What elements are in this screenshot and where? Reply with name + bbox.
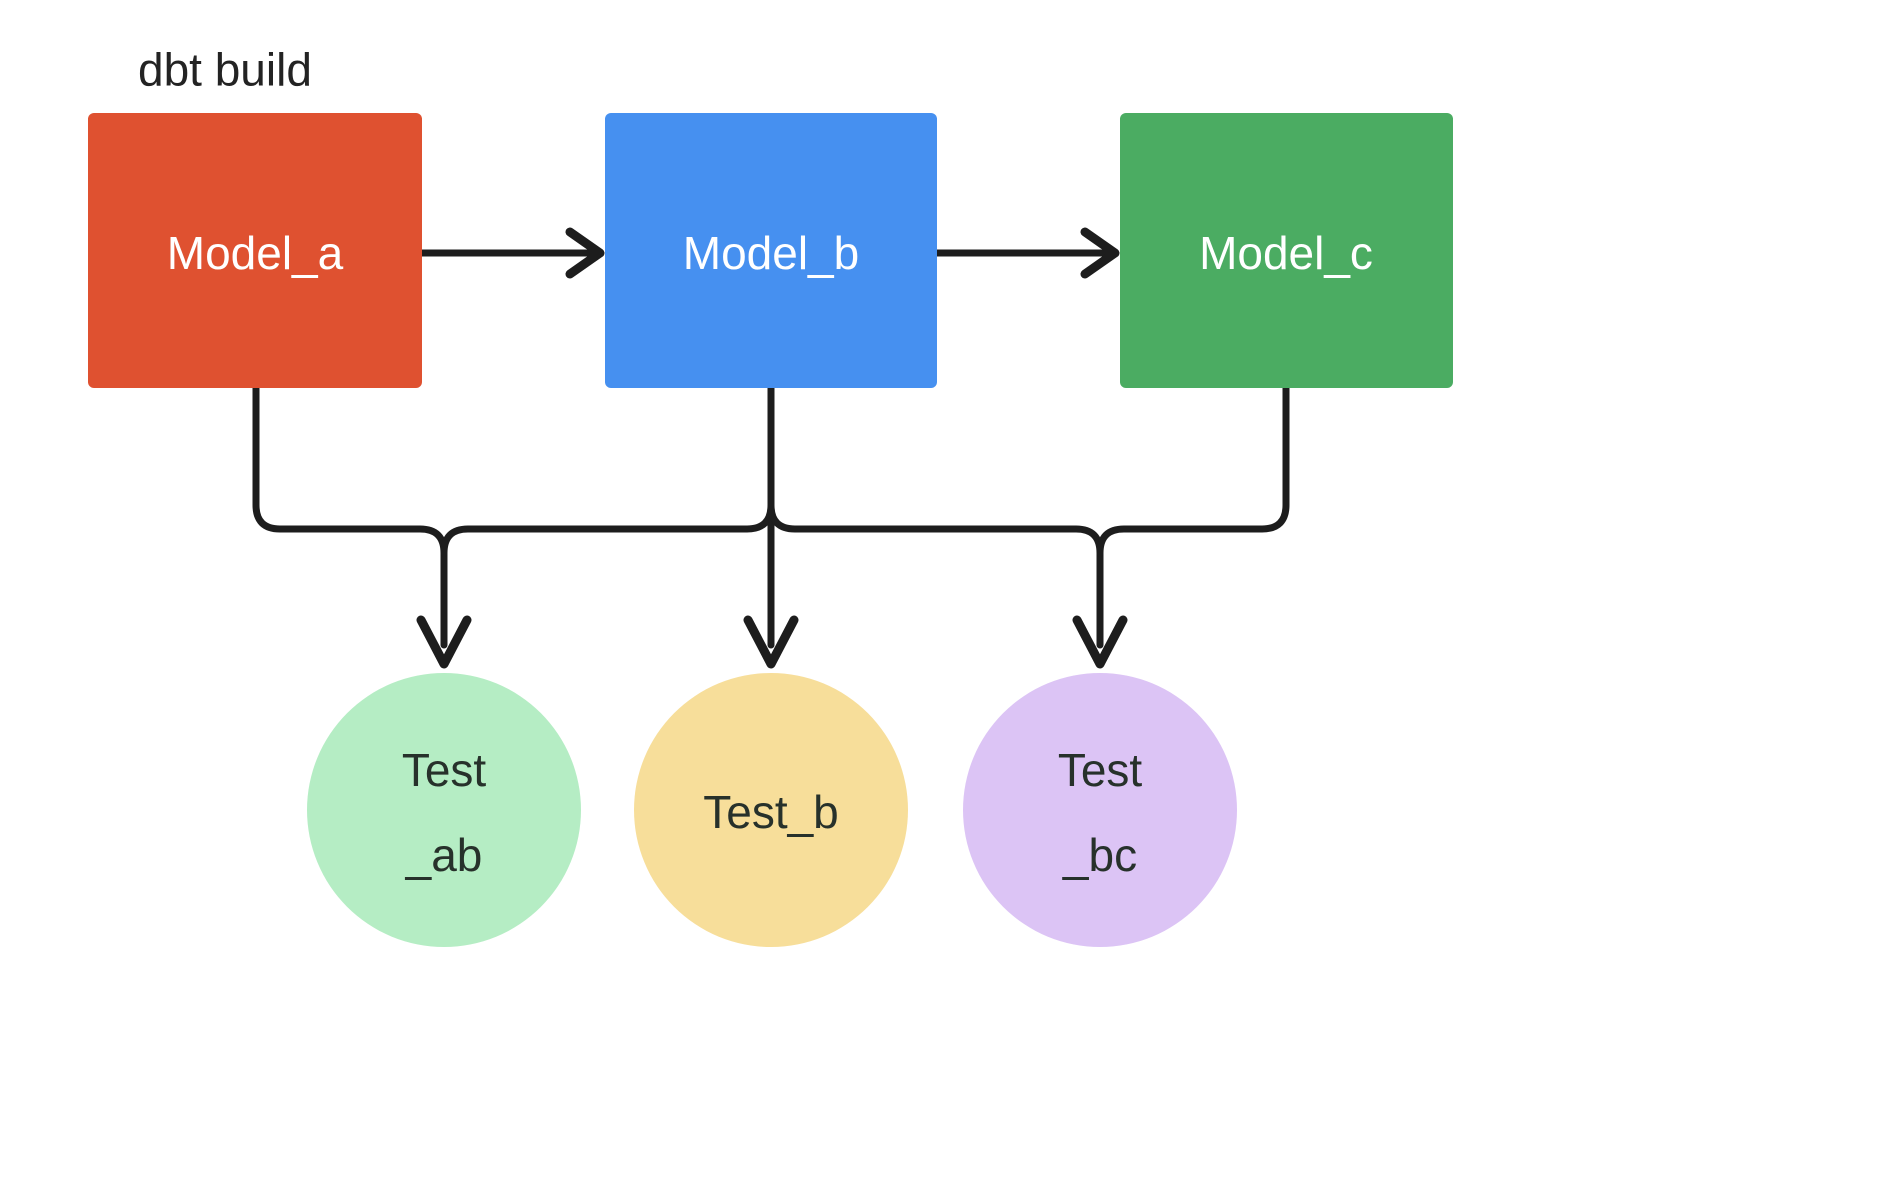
edge-layer (252, 227, 1290, 669)
node-test-ab[interactable]: Test _ab (307, 673, 581, 947)
node-test-bc[interactable]: Test _bc (963, 673, 1237, 947)
node-test-ab-shape[interactable] (307, 673, 581, 947)
node-test-ab-label-line-2: _ab (405, 829, 483, 881)
node-test-bc-label-line-1: Test (1058, 744, 1143, 796)
edge-model-a-to-model-b (418, 227, 605, 279)
model-node-layer: Model_a Model_b Model_c (88, 113, 1453, 388)
test-node-layer: Test _ab Test_b Test _bc (307, 673, 1237, 947)
node-model-c-shape[interactable] (1120, 113, 1453, 388)
node-test-b-label-line-1: Test_b (703, 786, 839, 838)
edge-model-b-to-test-bc (767, 384, 1128, 669)
node-model-a-shape[interactable] (88, 113, 422, 388)
node-model-b[interactable]: Model_b (605, 113, 937, 388)
page-title: dbt build (138, 44, 312, 96)
edge-model-c-to-test-bc (1096, 384, 1290, 557)
node-test-b[interactable]: Test_b (634, 673, 908, 947)
edge-model-a-to-test-ab (252, 384, 472, 669)
node-test-bc-shape[interactable] (963, 673, 1237, 947)
node-model-c[interactable]: Model_c (1120, 113, 1453, 388)
node-model-b-shape[interactable] (605, 113, 937, 388)
edge-model-b-to-test-ab (440, 384, 775, 557)
node-model-a[interactable]: Model_a (88, 113, 422, 388)
node-test-b-shape[interactable] (634, 673, 908, 947)
node-test-ab-label-line-1: Test (402, 744, 487, 796)
node-model-b-label: Model_b (683, 227, 859, 279)
node-model-c-label: Model_c (1199, 227, 1373, 279)
node-model-a-label: Model_a (167, 227, 344, 279)
node-test-bc-label-line-2: _bc (1062, 829, 1137, 881)
edge-model-b-to-model-c (933, 227, 1120, 279)
